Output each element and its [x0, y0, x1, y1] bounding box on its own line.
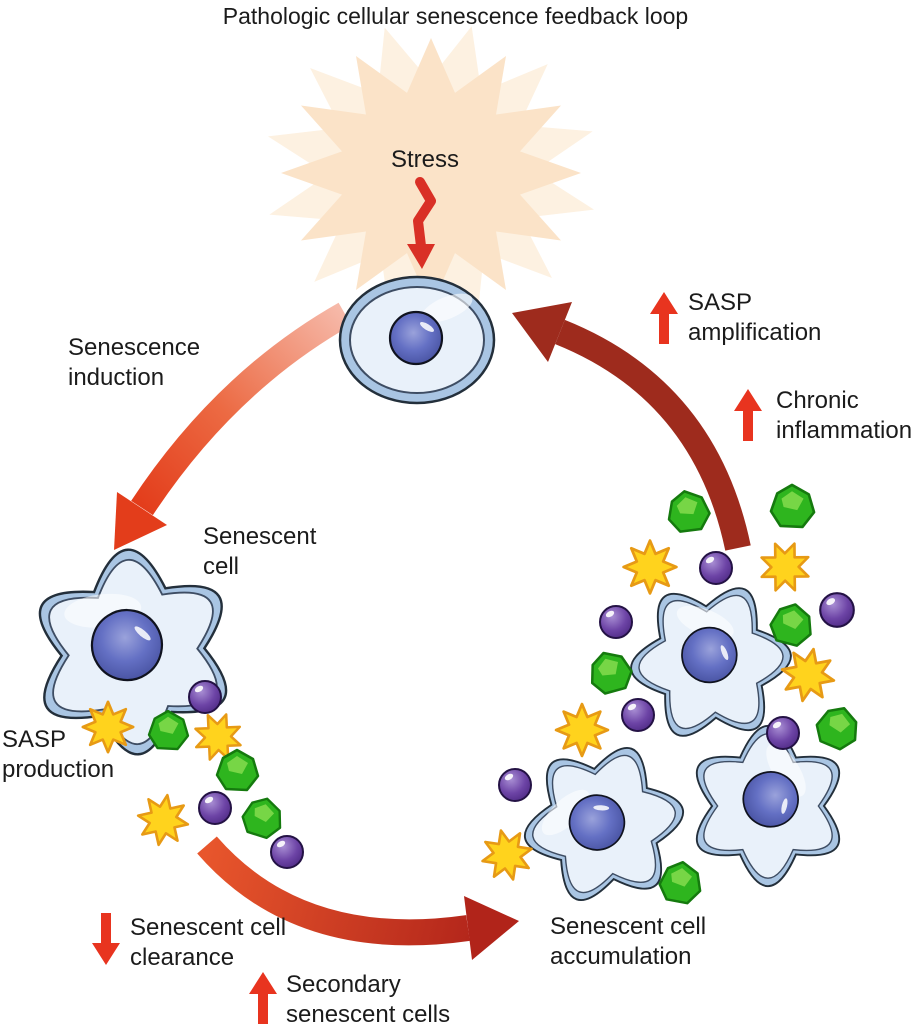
- vesicle-icon: [699, 551, 733, 585]
- label-line: amplification: [688, 319, 822, 346]
- cytokine-gem-icon: [810, 700, 866, 755]
- cytokine-gem-icon: [769, 483, 816, 529]
- vesicle-icon: [498, 768, 532, 802]
- cytokine-gem-icon: [215, 748, 260, 792]
- label-line: Senescent cell: [550, 913, 707, 940]
- down-arrow-icon: [92, 913, 120, 965]
- vesicle-icon: [198, 791, 232, 825]
- label-line: Secondary: [286, 971, 401, 998]
- normal-cell: [338, 275, 496, 405]
- sasp-factor-icon: [132, 789, 194, 851]
- label-line: SASP: [2, 726, 67, 753]
- label-line: SASP: [688, 289, 753, 316]
- secondary-senescent-cells-label: Secondary senescent cells: [286, 970, 450, 1024]
- sasp-factor-icon: [622, 539, 678, 595]
- cytokine-gem-icon: [663, 486, 714, 536]
- cytokine-gem-icon: [237, 792, 288, 842]
- figure-title: Pathologic cellular senescence feedback …: [222, 3, 689, 29]
- vesicle-icon: [270, 835, 304, 869]
- label-line: clearance: [130, 944, 235, 971]
- label-line: production: [2, 756, 115, 783]
- up-arrow-icon: [650, 292, 678, 344]
- vesicle-icon: [188, 680, 222, 714]
- vesicle-icon: [819, 592, 855, 628]
- sasp-amplification-label: SASP amplification: [688, 288, 821, 348]
- cytokine-gem-icon: [656, 858, 705, 906]
- sasp-factor-icon: [750, 532, 820, 602]
- senescent-cell-clearance-label: Senescent cell clearance: [130, 913, 286, 973]
- senescence-induction-label: Senescence induction: [68, 333, 200, 393]
- senescent-cell-label: Senescent cell: [203, 522, 316, 582]
- vesicle-icon: [621, 698, 655, 732]
- label-line: inflammation: [776, 417, 911, 444]
- label-line: Senescence: [68, 334, 201, 361]
- label-line: induction: [68, 364, 165, 391]
- sasp-factor-icon: [554, 702, 610, 758]
- chronic-inflammation-label: Chronic inflammation: [776, 386, 911, 446]
- label-line: Senescent cell: [130, 914, 287, 941]
- nucleus: [388, 310, 444, 366]
- senescent-cell-accumulation-label: Senescent cell accumulation: [550, 912, 706, 972]
- label-line: cell: [203, 553, 240, 580]
- senescence-induction-arrow: [114, 302, 352, 550]
- feedback-arrow: [512, 302, 751, 551]
- cytokine-gem-icon: [583, 645, 638, 699]
- stress-label: Stress: [391, 146, 460, 173]
- vesicle-icon: [599, 605, 633, 639]
- vesicle-icon: [766, 716, 800, 750]
- sasp-production-label: SASP production: [2, 725, 114, 785]
- stress-arrow-icon: [407, 177, 436, 269]
- label-line: accumulation: [550, 943, 692, 970]
- up-arrow-icon: [734, 389, 762, 441]
- accumulation-arrow: [197, 836, 519, 960]
- label-line: senescent cells: [286, 1001, 451, 1024]
- label-line: Senescent: [203, 523, 317, 550]
- label-line: Chronic: [776, 387, 859, 414]
- up-arrow-icon: [249, 972, 277, 1024]
